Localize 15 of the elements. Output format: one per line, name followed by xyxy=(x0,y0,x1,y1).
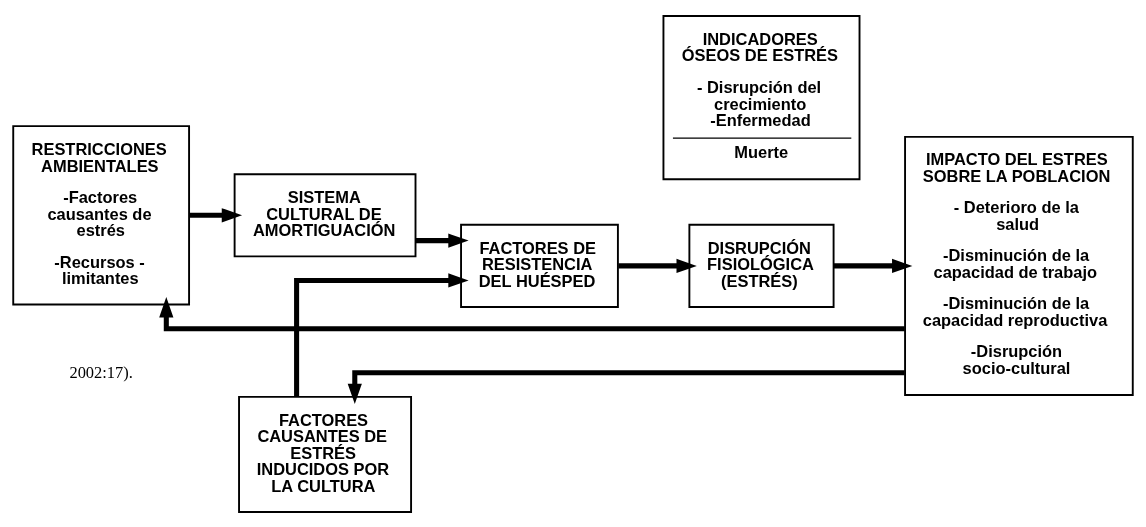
node-box: INDICADORES ÓSEOS DE ESTRÉS - Disrupción del crecimiento -Enfermedad Muerte xyxy=(662,14,861,180)
node-box: SISTEMA CULTURAL DE AMORTIGUACIÓN xyxy=(233,172,417,257)
arrow xyxy=(159,296,905,331)
arrow xyxy=(347,369,905,404)
node-box: RESTRICCIONES AMBIENTALES -Factores causantes de estrés -Recursos - limitantes xyxy=(12,124,190,305)
label: 2002:17). xyxy=(69,362,133,382)
arrow xyxy=(618,258,697,273)
arrow xyxy=(189,207,243,222)
node-box: IMPACTO DEL ESTRES SOBRE LA POBLACION - Deterioro de la salud -Disminución de la capacidad de trabajo -Disminución de la capacidad reproductiva -Disrupción socio-cultural xyxy=(904,135,1134,396)
arrow xyxy=(294,272,469,396)
node-box: FACTORES CAUSANTES DE ESTRÉS INDUCIDOS POR LA CULTURA xyxy=(238,395,413,513)
arrow xyxy=(416,233,469,248)
arrow xyxy=(833,258,913,273)
node-box: DISRUPCIÓN FISIOLÓGICA (ESTRÉS) xyxy=(688,223,835,308)
node-box: FACTORES DE RESISTENCIA DEL HUÉSPED xyxy=(460,223,619,308)
